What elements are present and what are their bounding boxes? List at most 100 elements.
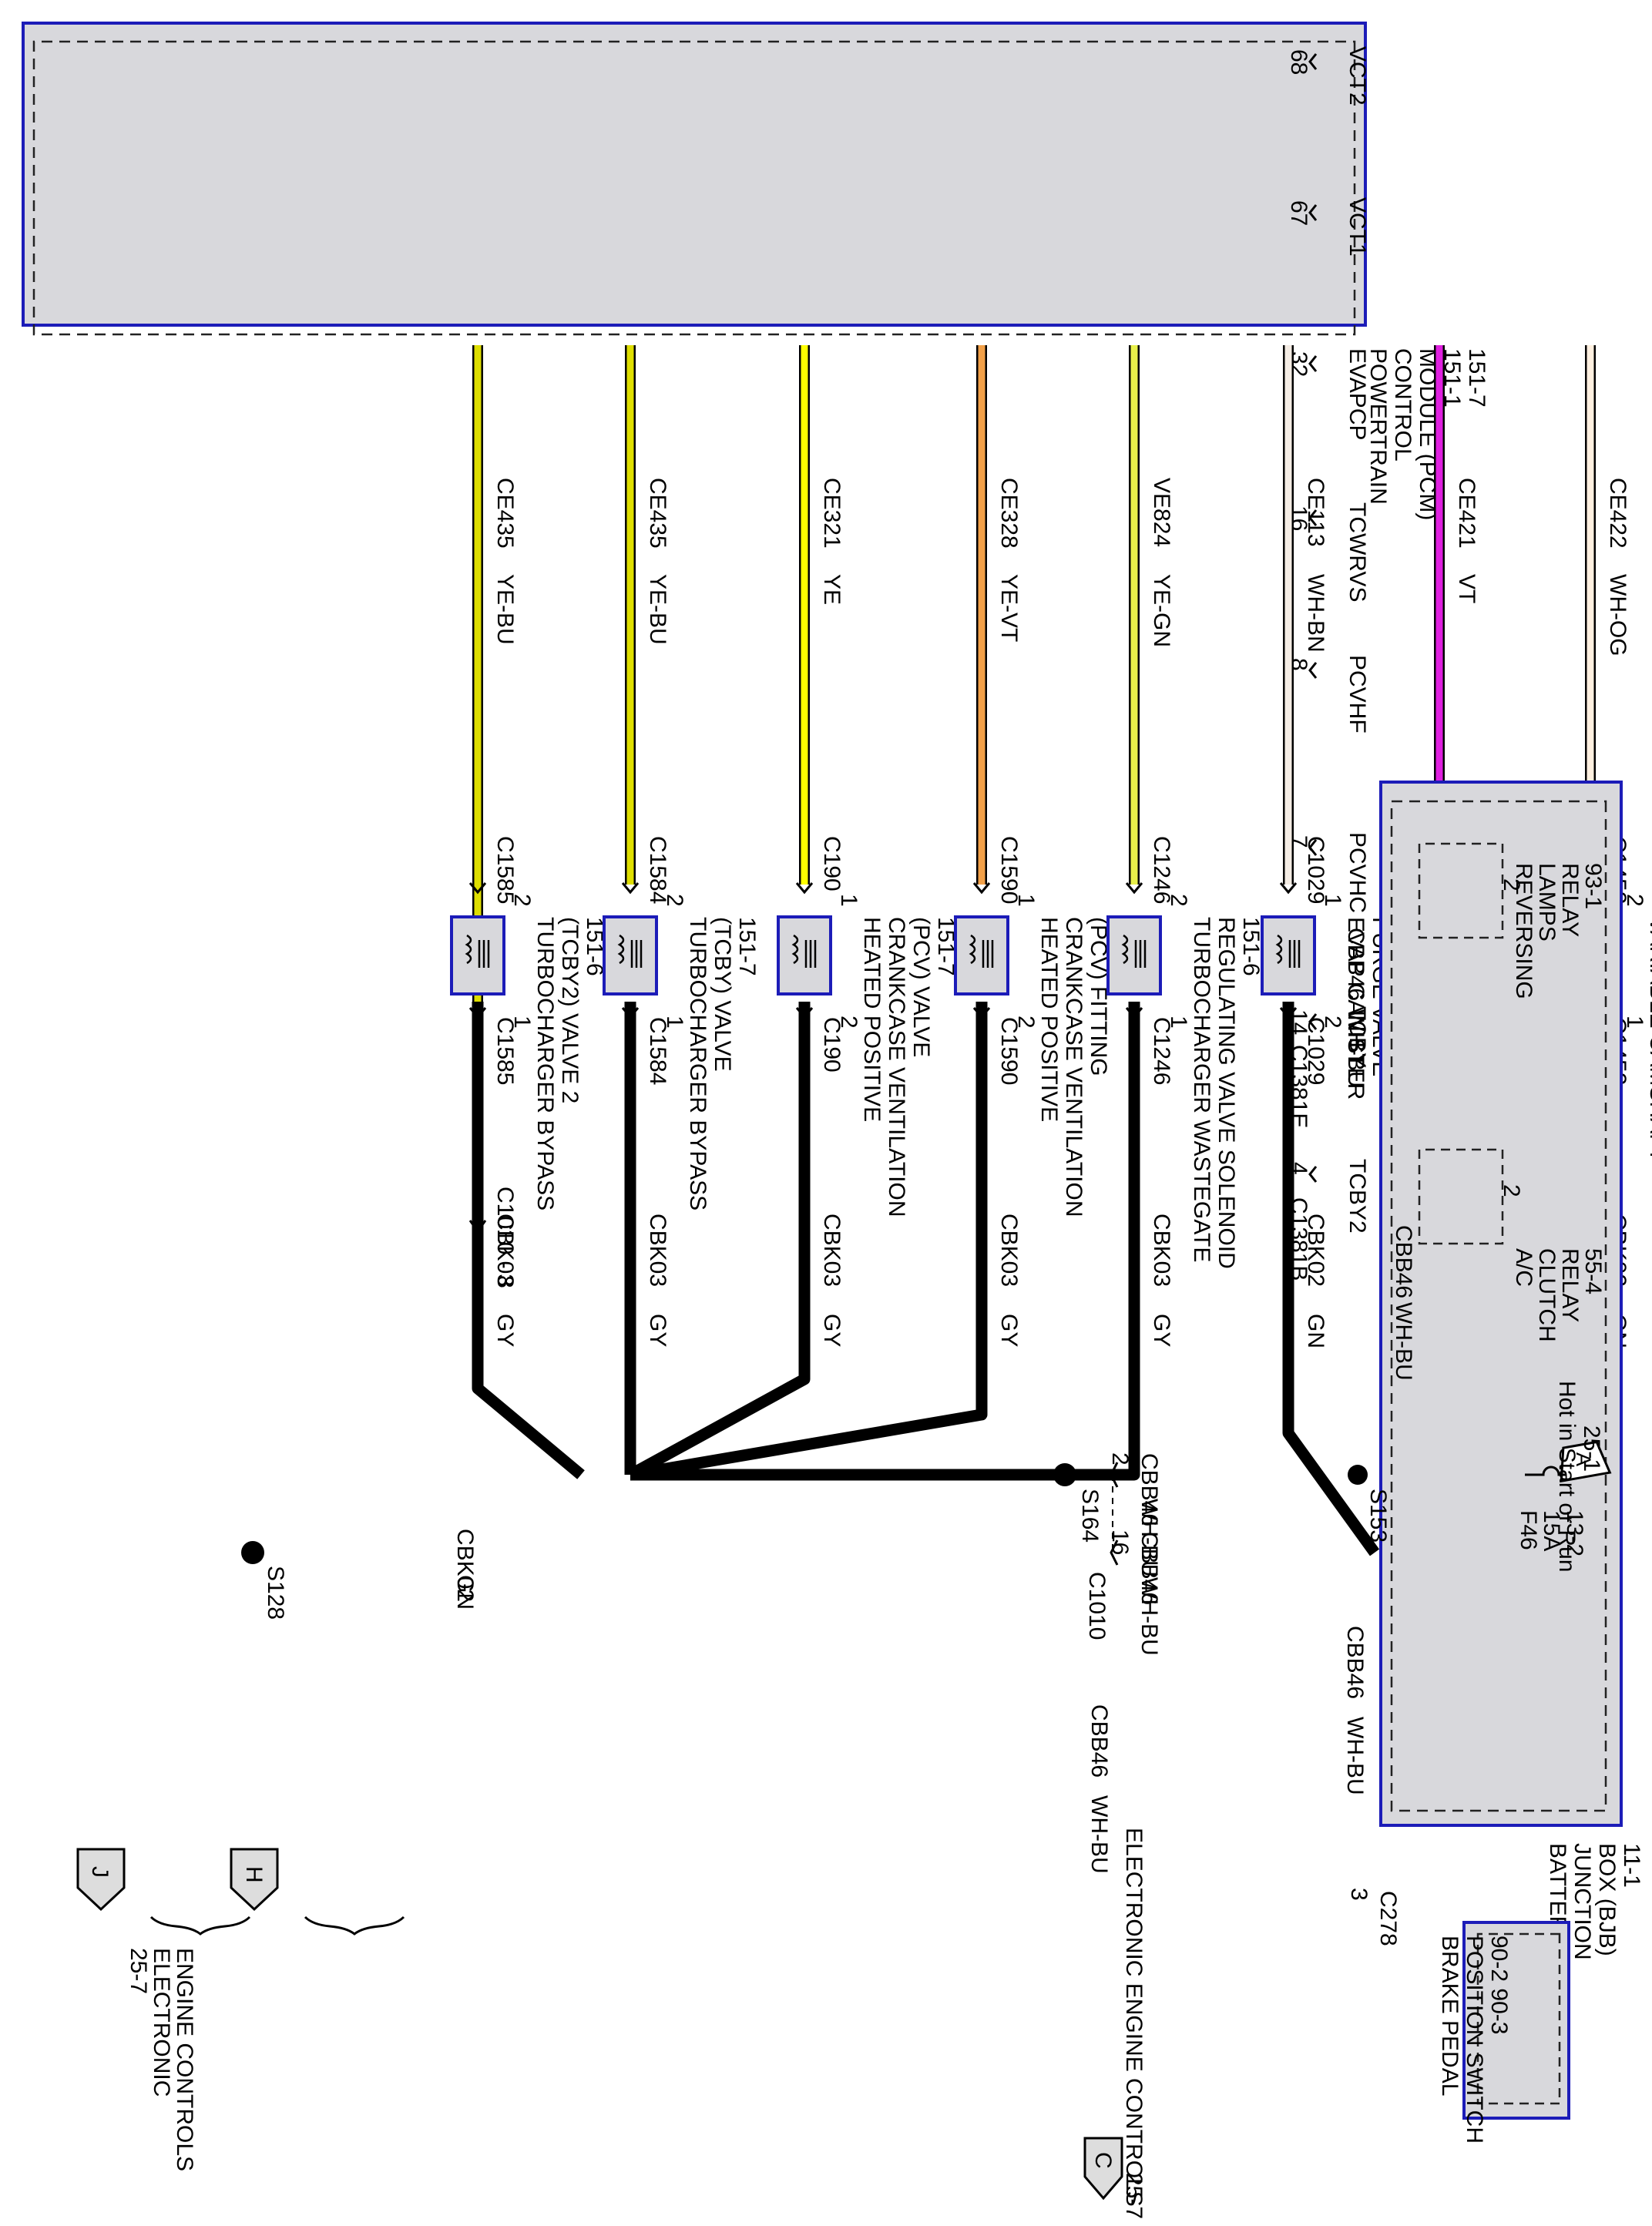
- splice-s164: S164: [1053, 1463, 1103, 1543]
- ref-c-connector: C 25-7 ELECTRONIC ENGINE CONTROLS: [1083, 1828, 1147, 2219]
- solenoid-2: [777, 915, 832, 995]
- ref-h-letter: H: [241, 1866, 267, 1883]
- comp-name-0-1: (TCBY2) VALVE 2: [557, 917, 583, 1103]
- cbb-c1010-circuit: CBB46: [1137, 1532, 1162, 1605]
- comp-name-4-1: REGULATING VALVE SOLENOID: [1214, 917, 1239, 1269]
- comp-out-pin-1: 1: [662, 1016, 687, 1029]
- pcm-signal-0: TCBY2: [1345, 1159, 1370, 1234]
- cbb-refc-circuit: CBB46: [1086, 1704, 1112, 1778]
- solenoid-coil-3: [969, 934, 994, 968]
- brake-name-1: POSITION SWITCH: [1462, 1936, 1487, 2144]
- comp-out-connector-0: C1585: [492, 1017, 518, 1085]
- hot-text: Hot in Start or Run: [1554, 1381, 1580, 1572]
- comp-in-pin-2: 1: [836, 894, 861, 907]
- gnd-color-1: GY: [645, 1314, 670, 1347]
- ground-wire-2: [627, 1002, 811, 1480]
- hot-marker: A: [1572, 1452, 1595, 1466]
- cbb-c1010-color: WH-BU: [1137, 1577, 1162, 1656]
- pin-arrow-6: [1308, 204, 1318, 221]
- cbb-labels: CBB46 WH-BU CBB46 WH-BU CBB46 WH-BU CBB4…: [1086, 928, 1416, 1874]
- fuse-0: F46: [1516, 1510, 1541, 1550]
- cbb-rev-circuit: CBB46: [1343, 928, 1368, 1001]
- reversing-name-0: REVERSING: [1511, 863, 1536, 999]
- solenoid-5: [1261, 915, 1316, 995]
- comp-in-arrow-1: [621, 882, 640, 895]
- pcm-signal-6: VCT1: [1345, 197, 1370, 257]
- solenoid-3: [954, 915, 1009, 995]
- circuit-6: CE421: [1454, 478, 1479, 549]
- solenoid-coil-0: [465, 934, 490, 968]
- cbb-s164-circuit: CBB46: [1137, 1453, 1162, 1526]
- ref-group-0: 25-7: [126, 1948, 151, 1994]
- comp-in-pin-0: 2: [509, 894, 535, 907]
- pin-arrow-1: [1308, 1013, 1318, 1030]
- ac-clutch-relay: 2 A/C CLUTCH RELAY 55-4: [1418, 1148, 1606, 1342]
- brake-name-2: 90-2 90-3: [1486, 1936, 1512, 2034]
- c1010-pin-a: 2: [1107, 1452, 1133, 1466]
- pin-arrow-7: [1308, 53, 1318, 70]
- comp-in-pin-4: 2: [1166, 894, 1191, 907]
- c1010-connector: 2 16 C1010: [1084, 1452, 1133, 1640]
- ref-c-label: ELECTRONIC ENGINE CONTROLS: [1121, 1828, 1147, 2207]
- circuit-4: VE824: [1149, 478, 1174, 547]
- bjb-label: BATTERY JUNCTION BOX (BJB) 11-1: [1545, 1843, 1644, 1960]
- cbk02-bus-color: GN: [452, 1575, 478, 1610]
- s128-label: S128: [263, 1566, 288, 1620]
- solenoid-4: [1106, 915, 1162, 995]
- comp-in-arrow-0: [468, 882, 487, 895]
- circuit-2: CE321: [819, 478, 844, 549]
- comp-in-connector-2: C190: [819, 836, 844, 891]
- gnd-color-2: GY: [819, 1314, 844, 1347]
- inline-connector-label: C1010 - 8: [492, 1187, 518, 1288]
- comp-in-arrow-2: [795, 882, 814, 895]
- ac-name-3: 55-4: [1580, 1248, 1606, 1294]
- comp-out-connector-3: C1590: [996, 1017, 1022, 1085]
- color-0: YE-BU: [492, 574, 518, 645]
- comp-in-connector-4: C1246: [1149, 836, 1174, 904]
- circuit-0: CE435: [492, 478, 518, 549]
- comp-out-connector-1: C1584: [645, 1017, 670, 1085]
- reversing-name-1: LAMPS: [1534, 863, 1560, 942]
- gnd-circuit-5: CBK02: [1303, 1214, 1328, 1287]
- ref-h-connector: H: [230, 1848, 279, 1912]
- pcm-module: [22, 22, 1367, 336]
- pin-arrow-0: [1308, 1166, 1318, 1183]
- color-7: WH-OG: [1605, 574, 1630, 656]
- gnd-color-0: GY: [492, 1314, 518, 1347]
- brake-connector: C278: [1375, 1891, 1401, 1946]
- pcm-signal-5: EVAPCP: [1345, 348, 1370, 441]
- pin-arrow-5: [1308, 355, 1318, 372]
- color-6: VT: [1454, 574, 1479, 603]
- ground-wire-0: [472, 1002, 585, 1479]
- comp-name-4-2: 151-6: [1238, 917, 1264, 976]
- cbb-rev-color: WH-BU: [1343, 1009, 1368, 1088]
- circuit-7: CE422: [1605, 478, 1630, 549]
- comp-name-3-1: CRANKCASE VENTILATION: [1061, 917, 1086, 1217]
- ground-wire-5: [1282, 1002, 1380, 1556]
- brake-pin: 3: [1346, 1888, 1372, 1901]
- ref-group-2: ENGINE CONTROLS: [172, 1948, 197, 2171]
- comp-name-2-2: (PCV) VALVE: [908, 917, 934, 1057]
- solenoid-1: [603, 915, 658, 995]
- comp-name-5-0: EVAP CANISTER: [1343, 917, 1368, 1100]
- comp-out-pin-4: 1: [1166, 1016, 1191, 1029]
- pcm-signal-4: TCWRVS: [1345, 502, 1370, 602]
- pcm-signal-3: PCVHF: [1345, 655, 1370, 734]
- comp-in-pin-1: 2: [662, 894, 687, 907]
- solenoid-0: [450, 915, 505, 995]
- pcm-name-1: CONTROL: [1390, 348, 1415, 462]
- solenoid-coil-5: [1275, 934, 1301, 968]
- gnd-circuit-4: CBK03: [1149, 1214, 1174, 1287]
- battery-junction-box: [1379, 781, 1623, 1827]
- cbk02-bus-circuit: CBK02: [452, 1529, 478, 1602]
- cbb-ac-circuit: CBB46: [1391, 1225, 1416, 1298]
- pcm-signal-2: PCVHC: [1345, 832, 1370, 913]
- comp-out-connector-4: C1246: [1149, 1017, 1174, 1085]
- comp-out-pin-0: 1: [509, 1016, 535, 1029]
- ref-c-page: 25-7: [1121, 2173, 1147, 2219]
- circuit-5: CE113: [1303, 478, 1328, 547]
- comp-name-2-0: HEATED POSITIVE: [859, 917, 885, 1122]
- ref-group-label: 25-7 ELECTRONIC ENGINE CONTROLS: [126, 1915, 405, 2171]
- comp-in-arrow-4: [1125, 882, 1143, 895]
